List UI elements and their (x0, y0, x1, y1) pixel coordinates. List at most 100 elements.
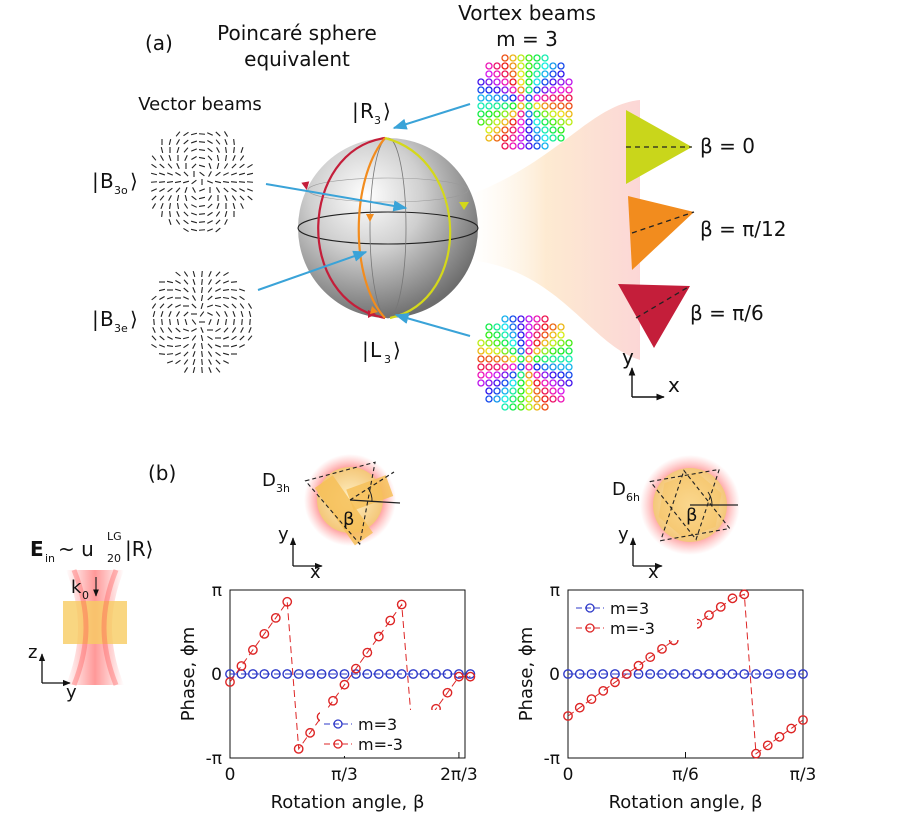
vortex-ring (541, 387, 549, 395)
vortex-ring (557, 355, 565, 363)
vortex-ring (533, 110, 541, 118)
vortex-ring (509, 315, 517, 323)
vortex-ring (493, 395, 501, 403)
data-point (316, 669, 327, 679)
vortex-ring (501, 339, 509, 347)
svg-text:⟩: ⟩ (130, 307, 138, 331)
polarization-dash (183, 279, 189, 285)
svg-text:|: | (362, 338, 369, 362)
vortex-ring (525, 347, 533, 355)
vortex-ring (557, 339, 565, 347)
polarization-dash (207, 147, 213, 153)
polarization-dash (175, 280, 181, 284)
vortex-ring (565, 363, 573, 371)
vortex-ring (501, 134, 509, 142)
polarization-dash (159, 163, 165, 169)
vortex-beam-bottom-pattern (477, 315, 573, 411)
vortex-ring (517, 118, 525, 126)
x-tick-label: 0 (225, 765, 236, 785)
vortex-ring (477, 347, 485, 355)
vortex-ring (525, 78, 533, 86)
polarization-dash (175, 327, 181, 333)
polarization-dash (216, 162, 220, 170)
polarization-dash (232, 155, 236, 161)
polarization-dash (183, 311, 189, 317)
polarization-dash (238, 172, 246, 176)
data-point (598, 669, 609, 679)
vortex-ring (549, 395, 557, 403)
data-point (385, 669, 396, 679)
vortex-ring (517, 86, 525, 94)
vortex-ring (477, 355, 485, 363)
polarization-dash (183, 351, 189, 357)
vortex-ring (517, 371, 525, 379)
polarization-dash (233, 146, 235, 154)
d6h-axis-x: x (648, 562, 659, 583)
svg-text:R: R (360, 99, 374, 123)
panel-a-label: (a) (145, 31, 173, 55)
polarization-dash (240, 203, 244, 209)
sphere-title-line2: equivalent (244, 47, 350, 71)
data-point (454, 671, 464, 682)
vector-beams-title: Vector beams (138, 94, 262, 115)
data-point (798, 715, 808, 725)
d6h-axis-y: y (618, 524, 629, 545)
vortex-ring (525, 395, 533, 403)
vortex-ring (493, 363, 501, 371)
vortex-ring (485, 323, 493, 331)
polarization-dash (239, 303, 245, 309)
vortex-ring (517, 126, 525, 134)
y-tick-label: 0 (549, 665, 560, 685)
beta-label-pi6: β = π/6 (690, 301, 764, 325)
vortex-ring (517, 315, 525, 323)
vortex-ring (509, 347, 517, 355)
polarization-dash (191, 195, 197, 201)
data-point (431, 669, 441, 679)
polarization-dash (207, 132, 213, 136)
vortex-ring (549, 94, 557, 102)
polarization-dash (232, 310, 236, 318)
polarization-dash (247, 303, 253, 309)
polarization-dash (175, 172, 181, 176)
polarization-dash (169, 210, 171, 218)
vortex-ring (517, 323, 525, 331)
polarization-dash (166, 296, 174, 300)
polarization-dash (169, 202, 171, 210)
axes-indicator-a (628, 367, 665, 401)
polarization-dash (247, 188, 253, 192)
data-point (419, 669, 430, 679)
svg-text:|: | (352, 99, 359, 123)
vortex-ring (493, 70, 501, 78)
polarization-dash (230, 289, 238, 291)
polarization-dash (176, 311, 180, 317)
x-tick-label: π/6 (672, 765, 699, 785)
vortex-ring (509, 363, 517, 371)
vortex-ring (517, 379, 525, 387)
vortex-ring (477, 78, 485, 86)
data-point (715, 669, 726, 679)
y-axis-label: Phase, ϕm (516, 627, 537, 722)
polarization-dash (208, 359, 212, 365)
polarization-dash (207, 312, 213, 316)
vortex-ring (485, 347, 493, 355)
x-tick-label: π/3 (331, 765, 358, 785)
data-point (786, 723, 797, 734)
polarization-dash (150, 172, 158, 176)
vortex-ring (485, 126, 493, 134)
polarization-dash (183, 171, 189, 177)
polarization-dash (174, 180, 182, 184)
vortex-ring (533, 102, 541, 110)
data-point (373, 631, 384, 642)
vortex-ring (533, 347, 541, 355)
polarization-dash (198, 196, 206, 200)
polarization-dash (167, 303, 173, 309)
polarization-dash (215, 219, 221, 225)
polarization-dash (191, 163, 197, 169)
polarization-dash (239, 195, 245, 201)
polarization-dash (223, 271, 229, 277)
polarization-dash (192, 358, 196, 366)
vortex-ring (509, 54, 517, 62)
vortex-ring (525, 142, 533, 150)
data-point (692, 669, 703, 679)
